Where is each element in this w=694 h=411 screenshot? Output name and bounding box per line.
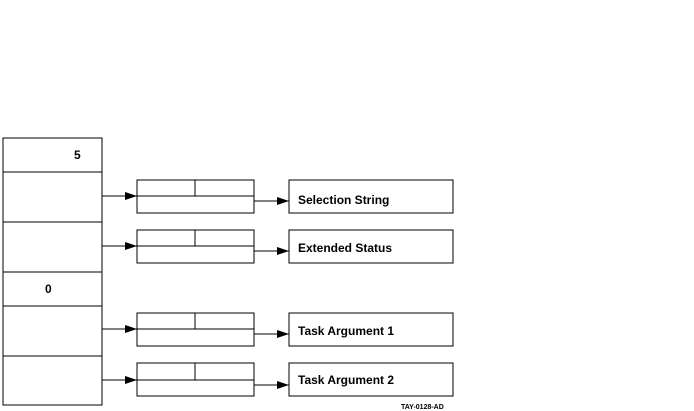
value-box xyxy=(288,362,454,397)
descriptor-label-selection-string: Selection String xyxy=(298,193,389,207)
vector-cell-count xyxy=(2,137,103,173)
vector-cell-selection-pointer xyxy=(2,171,103,223)
descriptor-label-task-argument-2: Task Argument 2 xyxy=(298,373,394,387)
value-box xyxy=(288,312,454,347)
vector-cell-zero xyxy=(2,271,103,307)
vector-zero-value: 0 xyxy=(45,282,52,296)
descriptor-row-2 xyxy=(102,229,454,264)
vector-count-value: 5 xyxy=(74,148,81,162)
descriptor-row-3 xyxy=(102,312,454,347)
value-box xyxy=(288,179,454,214)
descriptor-row-4 xyxy=(102,362,454,397)
descriptor-label-extended-status: Extended Status xyxy=(298,241,392,255)
vector-cell-arg1-pointer xyxy=(2,305,103,357)
descriptor-label-task-argument-1: Task Argument 1 xyxy=(298,324,394,338)
descriptor-row-1 xyxy=(102,179,454,214)
vector-cell-status-pointer xyxy=(2,221,103,273)
argument-vector xyxy=(2,137,103,406)
figure-tag: TAY-0128-AD xyxy=(401,404,444,411)
value-box xyxy=(288,229,454,264)
vector-cell-arg2-pointer xyxy=(2,355,103,406)
